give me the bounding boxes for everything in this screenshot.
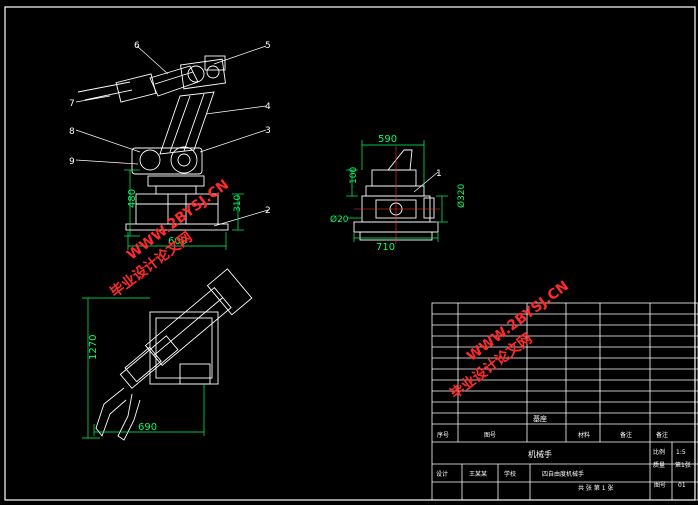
- dim-plan-height: 1270: [88, 335, 99, 360]
- tb-drawing-title: 四自由度机械手: [542, 470, 584, 478]
- tb-scale-label: 比例: [653, 448, 665, 456]
- tb-weight-label: 质量: [653, 461, 665, 469]
- tb-part-label: 机械手: [528, 449, 552, 459]
- balloon-8: 8: [69, 127, 75, 137]
- balloon-1: 1: [436, 169, 442, 179]
- tb-designer: 设计: [436, 470, 448, 478]
- side-view-balloons: [75, 45, 269, 227]
- side-view-dimensions: [124, 169, 244, 250]
- front-view-leader: [413, 171, 439, 193]
- front-view-centerline: [354, 146, 440, 244]
- dim-front-small: Ø20: [330, 214, 349, 225]
- tb-row-label: 基座: [533, 414, 547, 423]
- balloon-2: 2: [265, 206, 271, 216]
- tb-h1: 序号: [437, 431, 449, 439]
- tb-h3: 材料: [578, 431, 590, 439]
- tb-h2: 图号: [484, 432, 496, 439]
- dim-front-height: 100: [349, 167, 359, 184]
- dim-base-height: 310: [233, 195, 243, 212]
- balloon-9: 9: [69, 157, 75, 167]
- balloon-7: 7: [69, 99, 75, 109]
- plan-view-dimensions: [82, 297, 205, 439]
- balloon-5: 5: [265, 41, 271, 51]
- title-block: [431, 302, 698, 501]
- dim-side-height: 480: [127, 189, 138, 208]
- tb-scale-value: 1:5: [676, 449, 686, 456]
- dim-base-width: 600: [168, 236, 187, 247]
- plan-view: [95, 268, 253, 441]
- tb-sheet-label: 第1张: [675, 461, 691, 469]
- balloon-4: 4: [265, 102, 271, 112]
- side-view: [77, 55, 229, 231]
- tb-code-label: 图号: [654, 482, 666, 489]
- balloon-6: 6: [134, 41, 140, 51]
- tb-school: 学校: [504, 470, 516, 478]
- tb-h4: 备注: [620, 431, 632, 439]
- drawing-border: [4, 6, 696, 501]
- tb-total: 共 张 第 1 张: [578, 484, 613, 492]
- tb-code-value: 01: [678, 482, 686, 489]
- front-view-dimensions: [346, 140, 448, 242]
- dim-front-diameter: Ø320: [456, 183, 467, 208]
- balloon-3: 3: [265, 126, 271, 136]
- tb-extra: 备注: [656, 431, 668, 439]
- dim-front-width-top: 590: [378, 134, 397, 145]
- tb-name: 王某某: [469, 471, 487, 478]
- dim-front-width-bottom: 710: [376, 242, 395, 253]
- dim-plan-width: 690: [138, 422, 157, 433]
